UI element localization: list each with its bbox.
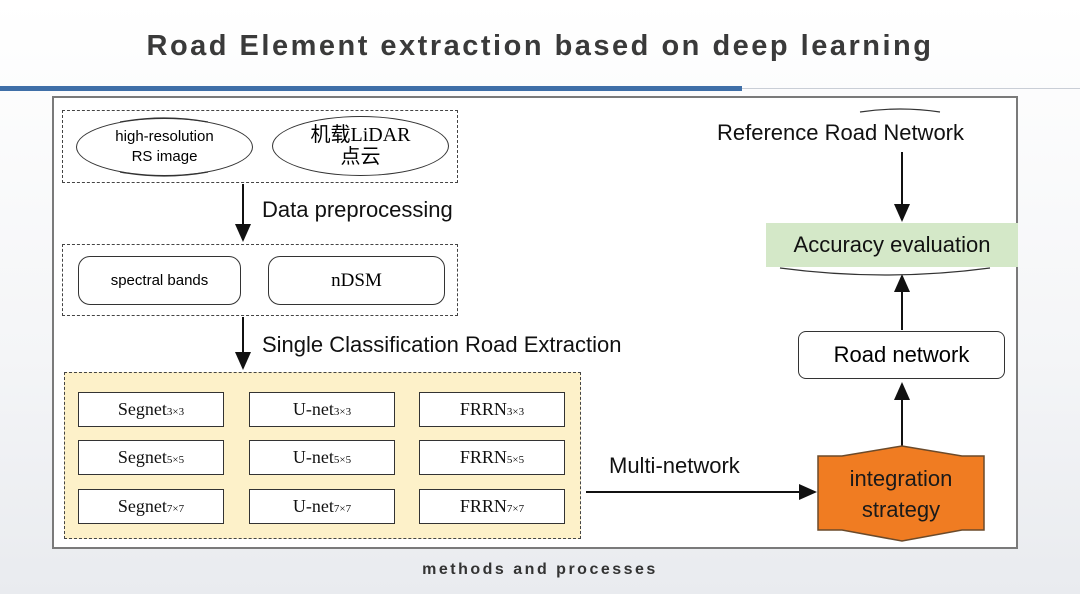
network-kernel-size: 3×3 [333,405,352,418]
network-name: U-net [292,496,334,516]
reference-decoration [859,108,941,113]
lidar-label: 机载LiDAR 点云 [310,124,411,168]
network-kernel-size: 5×5 [506,453,525,466]
lidar-node: 机载LiDAR 点云 [272,116,449,176]
network-name: FRRN [459,496,507,516]
network-kernel-size: 5×5 [333,453,352,466]
integration-strategy-node: integration strategy [818,458,984,530]
spectral-bands-node: spectral bands [78,256,241,305]
network-name: FRRN [459,399,507,419]
rs-image-label: high-resolution RS image [115,128,214,165]
network-name: U-net [292,447,334,467]
feature-group [62,244,458,316]
network-kernel-size: 3×3 [506,405,525,418]
road-network-node: Road network [798,331,1005,379]
input-group [62,110,458,183]
network-name: U-net [292,399,334,419]
footer-caption: methods and processes [422,561,658,578]
integration-strategy-label: integration strategy [849,466,953,522]
spectral-bands-label: spectral bands [110,272,209,289]
ndsm-node: nDSM [268,256,445,305]
network-name: FRRN [459,447,507,467]
title-divider [742,88,1080,89]
network-kernel-size: 7×7 [166,502,185,515]
accuracy-evaluation-box: Accuracy evaluation [766,223,1018,267]
network-kernel-size: 7×7 [506,502,525,515]
network-kernel-size: 3×3 [166,405,185,418]
road-network-label: Road network [833,342,970,367]
title-underline [0,86,742,91]
accuracy-decoration [779,267,991,276]
preprocessing-label: Data preprocessing [262,197,453,222]
network-kernel-size: 5×5 [166,453,185,466]
ndsm-label: nDSM [331,269,382,291]
reference-road-network-label: Reference Road Network [717,120,965,145]
single-extraction-label: Single Classification Road Extraction [262,332,622,357]
accuracy-evaluation-label: Accuracy evaluation [793,232,991,257]
network-kernel-size: 7×7 [333,502,352,515]
network-name: Segnet [117,496,167,516]
network-name: Segnet [117,447,167,467]
multi-network-label: Multi-network [609,453,740,478]
rs-image-decoration-bottom [119,171,209,177]
page-title: Road Element extraction based on deep le… [146,30,934,62]
integration-strategy-shape [817,445,985,542]
rs-image-decoration [119,117,209,123]
network-name: Segnet [117,399,167,419]
